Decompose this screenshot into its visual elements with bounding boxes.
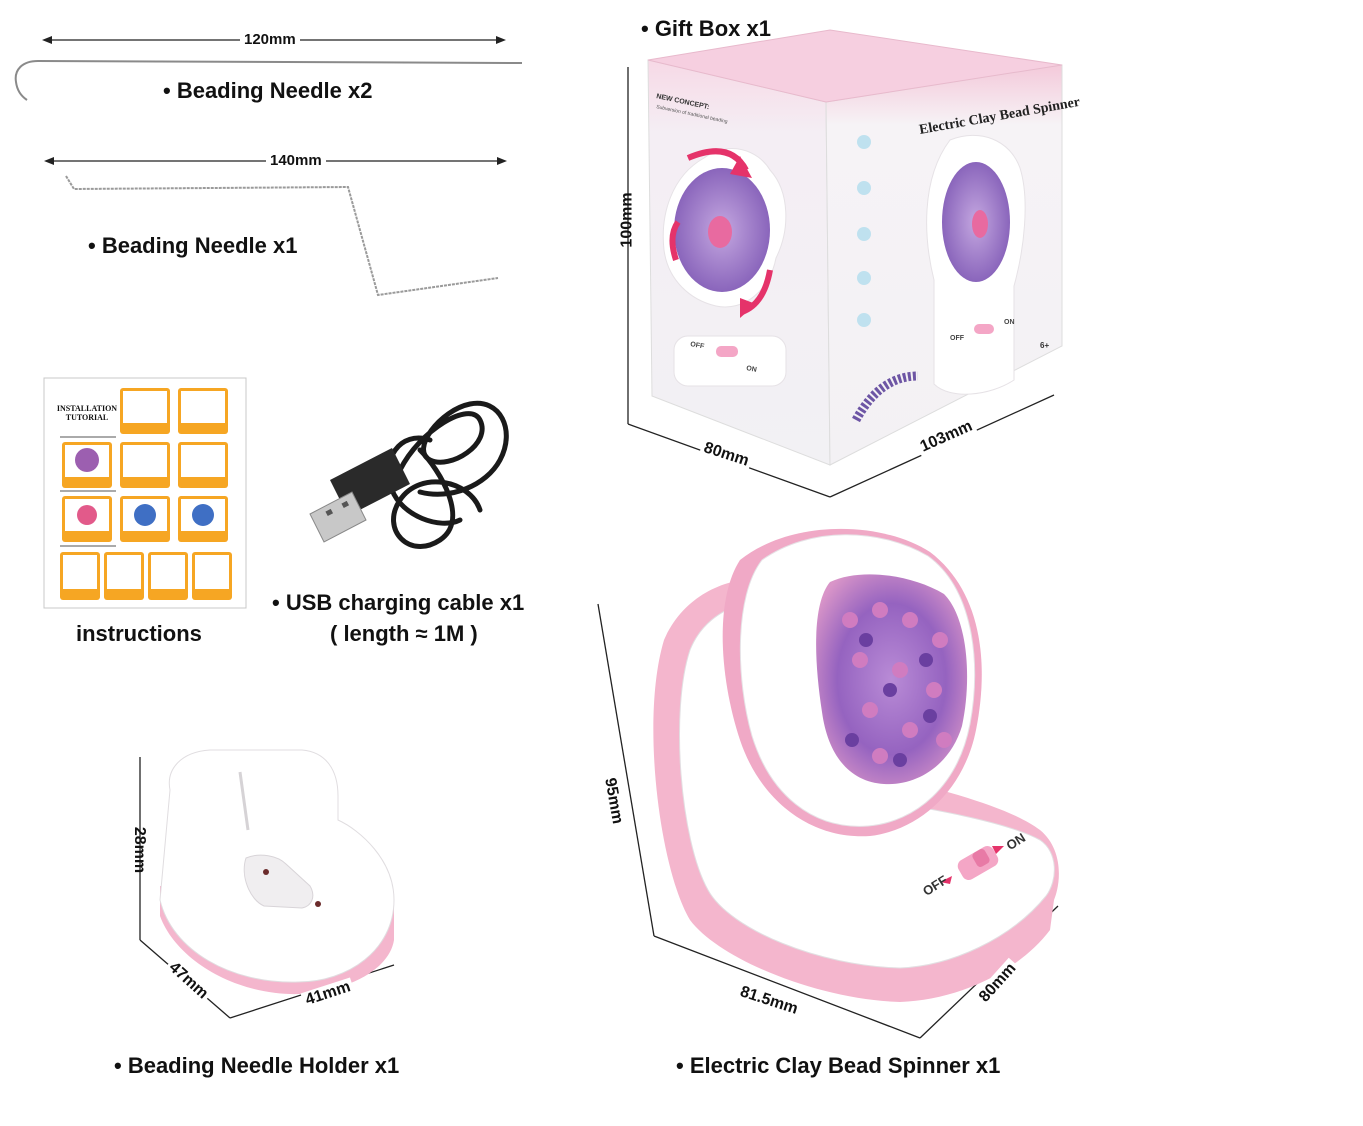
usb-cable-label: • USB charging cable x1 — [272, 590, 525, 615]
box-age-text: 6+ — [1040, 341, 1049, 350]
needle-x2-dimension: 120mm — [240, 31, 300, 48]
gift-box-label: • Gift Box x1 — [641, 16, 771, 41]
bead-spinner-label: • Electric Clay Bead Spinner x1 — [676, 1053, 1001, 1078]
instructions-label: instructions — [76, 621, 202, 646]
needle-x2-label: • Beading Needle x2 — [163, 78, 373, 103]
needle-x1-dimension: 140mm — [266, 152, 326, 169]
box-right-on-text: ON — [1004, 319, 1015, 326]
box-left-off-text: OFF — [690, 341, 706, 350]
box-right-off-text: OFF — [950, 335, 965, 342]
usb-cable-length: ( length ≈ 1M ) — [330, 621, 478, 646]
needle-x1-label: • Beading Needle x1 — [88, 233, 298, 258]
box-left-on-text: ON — [746, 365, 758, 374]
needle-holder-label: • Beading Needle Holder x1 — [114, 1053, 400, 1078]
instructions-sheet-heading: INSTALLATION TUTORIAL — [56, 404, 118, 422]
